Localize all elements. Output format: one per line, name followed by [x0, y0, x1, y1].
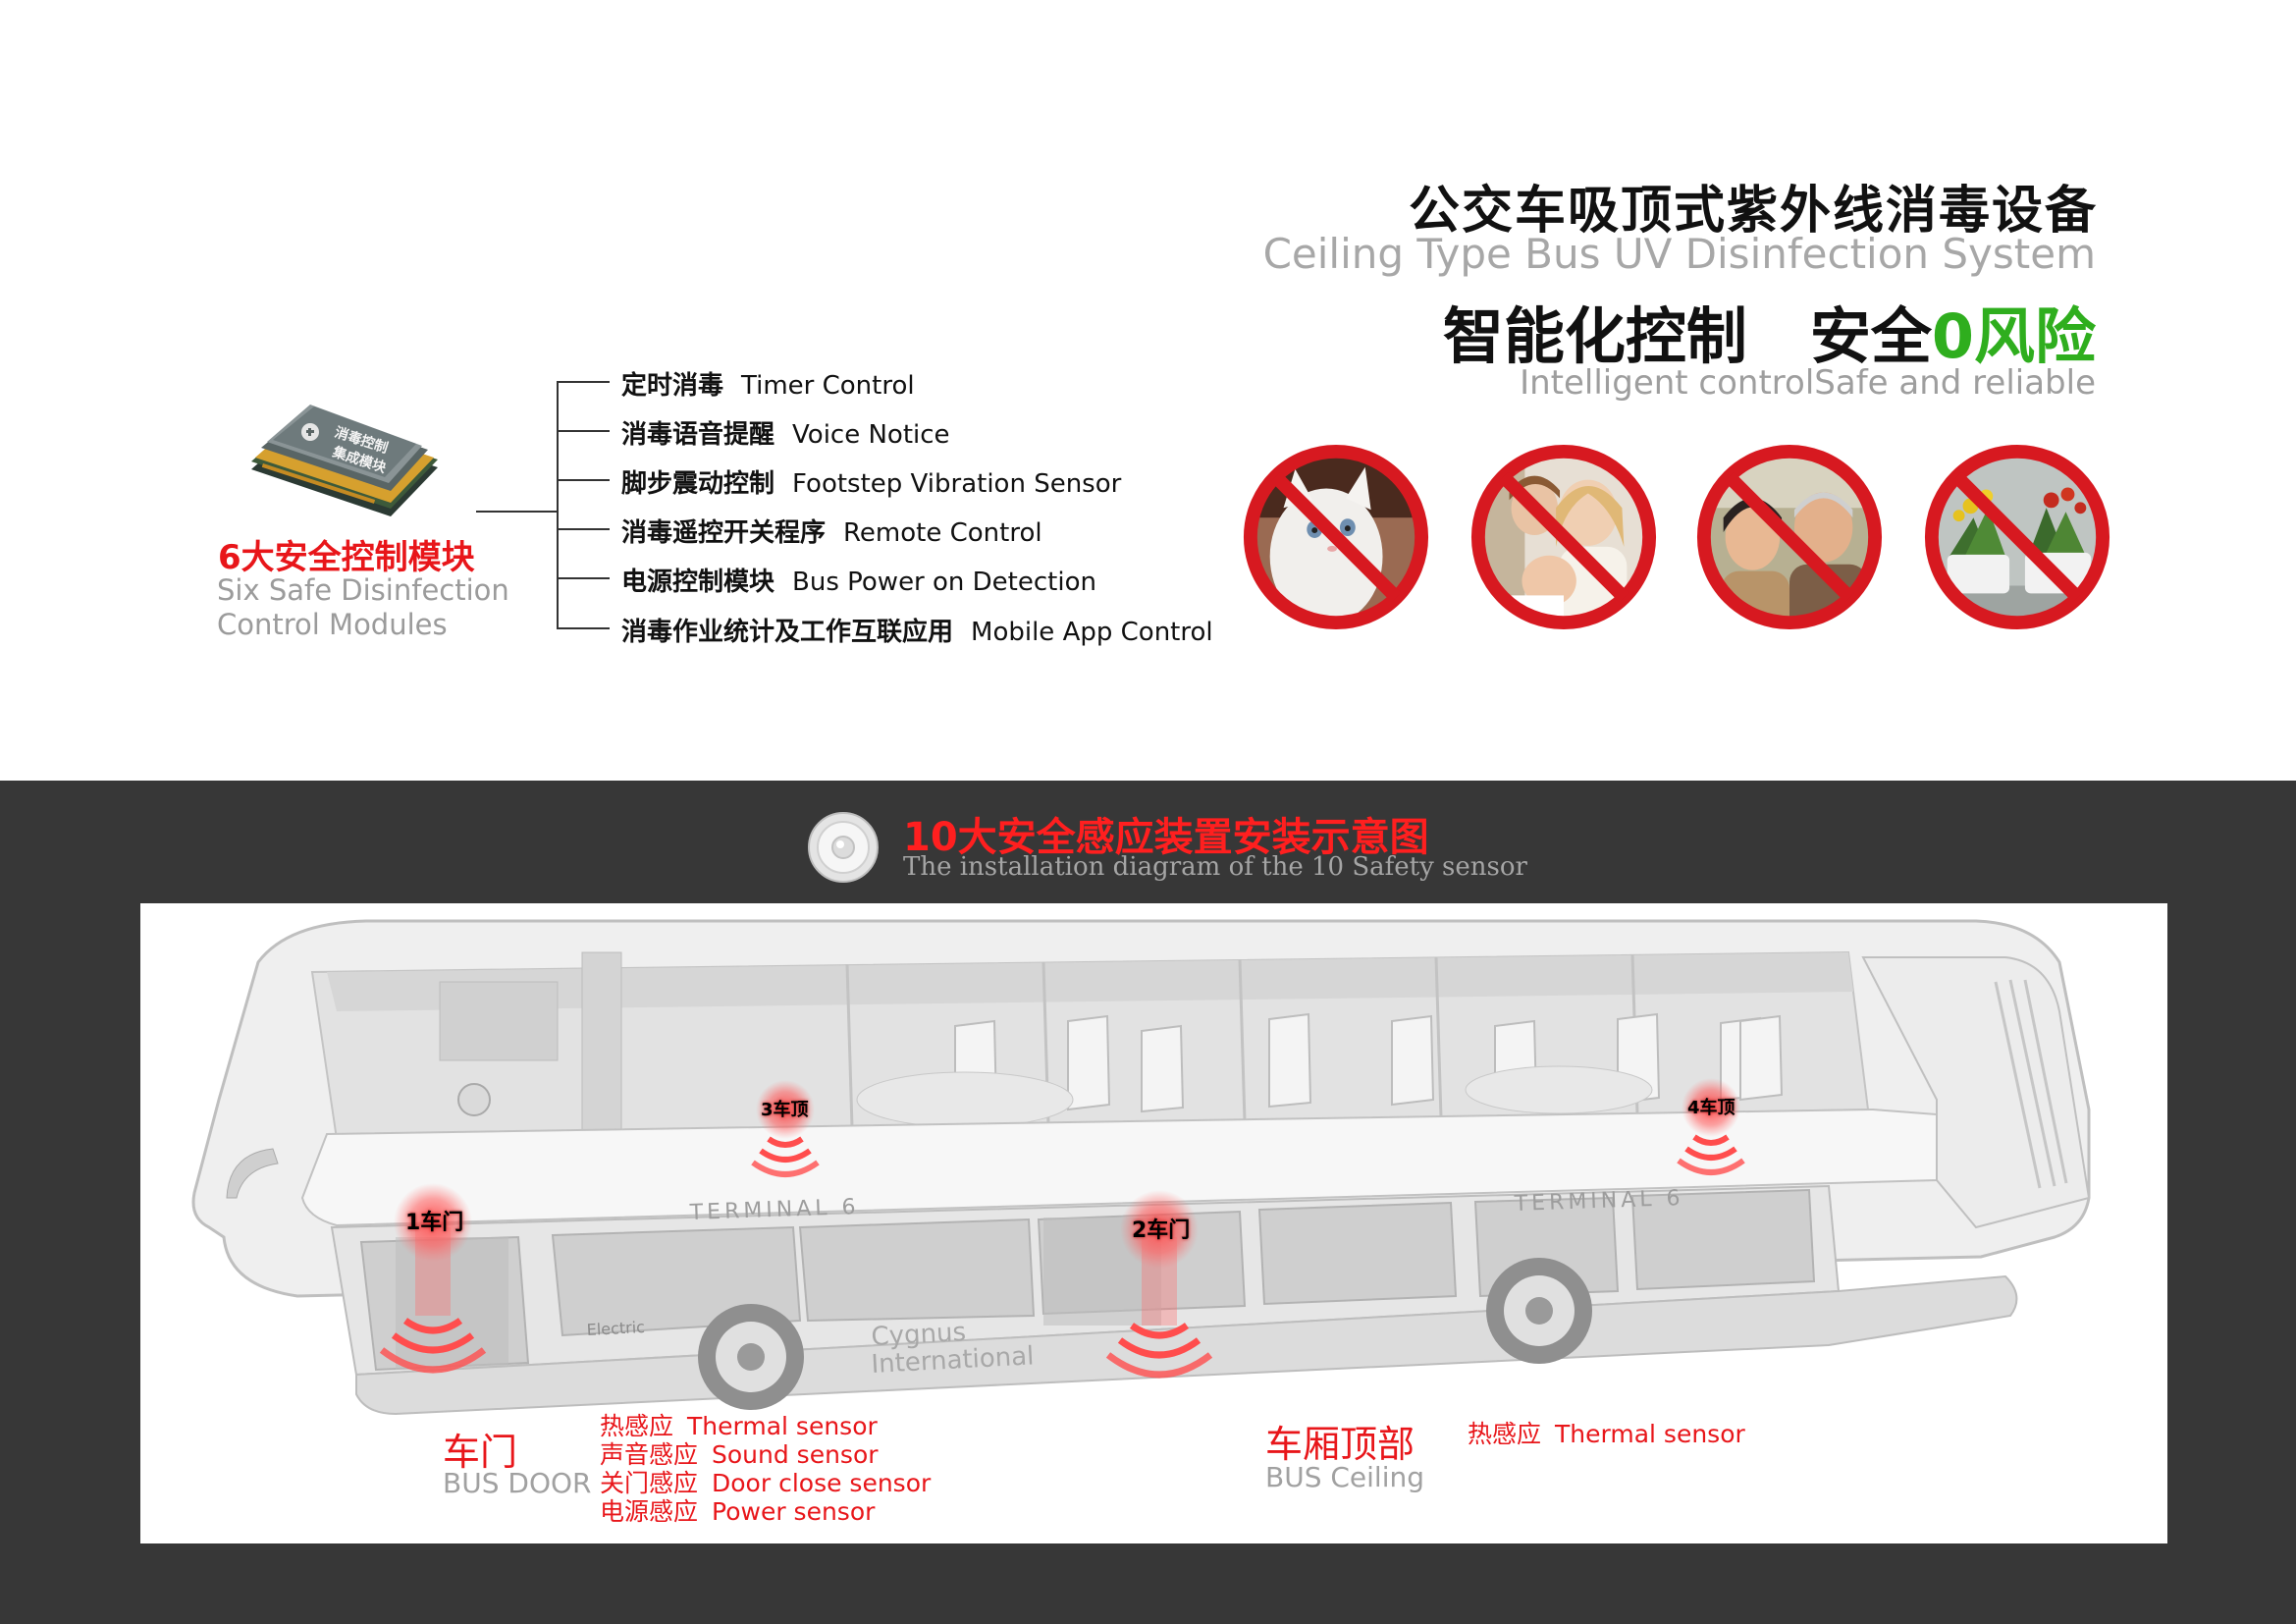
no-elderly-icon	[1696, 444, 1883, 630]
legend-ceiling-sensors: 热感应 Thermal sensor	[1468, 1420, 1745, 1448]
legend-ceiling-title: 车厢顶部	[1265, 1423, 1415, 1466]
module-title: 6大安全控制模块	[218, 538, 475, 577]
tagline: Intelligent controlSafe and reliable	[1520, 363, 2096, 403]
sensor-en: Power sensor	[712, 1497, 876, 1526]
sensor-item: 热感应 Thermal sensor	[1468, 1420, 1745, 1448]
sensor-item: 电源感应 Power sensor	[600, 1497, 931, 1526]
feature-en: Mobile App Control	[971, 618, 1213, 647]
slogan-safe: 安全	[1809, 300, 1932, 372]
feature-cn: 消毒语音提醒	[621, 420, 775, 450]
legend-door-subtitle: BUS DOOR	[443, 1467, 592, 1499]
control-module-board-image: 消毒控制 集成模块	[251, 405, 438, 516]
page-subtitle: Ceiling Type Bus UV Disinfection System	[1262, 230, 2096, 278]
marker-label: 4车顶	[1687, 1097, 1735, 1118]
feature-en: Timer Control	[741, 371, 915, 401]
sensor-item: 关门感应 Door close sensor	[600, 1469, 931, 1497]
feature-branch	[557, 577, 610, 579]
sensor-cn: 关门感应	[600, 1469, 699, 1497]
feature-cn: 电源控制模块	[621, 568, 775, 597]
sensor-en: Thermal sensor	[687, 1412, 878, 1440]
feature-cn: 脚步震动控制	[621, 469, 775, 499]
legend-door-sensors: 热感应 Thermal sensor 声音感应 Sound sensor 关门感应 D…	[600, 1412, 931, 1526]
bus-electric-label: Electric	[586, 1318, 645, 1339]
feature-cn: 定时消毒	[621, 371, 724, 401]
feature-branch	[557, 430, 610, 432]
feature-cn: 消毒遥控开关程序	[621, 518, 827, 548]
sensor-cn: 热感应	[1468, 1420, 1542, 1448]
feature-en: Bus Power on Detection	[792, 568, 1096, 597]
slogan: 智能化控制安全0风险	[1443, 287, 2096, 372]
feature-cn: 消毒作业统计及工作互联应用	[621, 618, 954, 647]
feature-branch	[557, 627, 610, 629]
door-sensor-2: 2车门	[1105, 1190, 1213, 1379]
module-subtitle-line2: Control Modules	[217, 608, 448, 641]
slogan-intelligent: 智能化控制	[1442, 300, 1747, 372]
no-plants-icon	[1924, 444, 2110, 630]
section-subtitle: The installation diagram of the 10 Safet…	[903, 852, 1527, 882]
marker-label: 1车门	[405, 1210, 463, 1235]
page-title: 公交车吸顶式紫外线消毒设备	[1408, 182, 2098, 241]
tree-connector	[476, 511, 557, 513]
sensor-cn: 热感应	[600, 1412, 674, 1440]
sensor-cn: 电源感应	[600, 1497, 699, 1526]
sensor-en: Sound sensor	[712, 1440, 879, 1469]
terminal-sign-1: TERMINAL 6	[688, 1195, 860, 1225]
slogan-zero-risk: 0风险	[1931, 300, 2096, 372]
sensor-en: Thermal sensor	[1555, 1420, 1745, 1448]
ceiling-sensor-3: 3车顶	[751, 1080, 820, 1177]
section-title: 10大安全感应装置安装示意图	[903, 815, 1429, 860]
feature-en: Voice Notice	[792, 420, 950, 450]
feature-item: 脚步震动控制 Footstep Vibration Sensor	[621, 463, 1121, 500]
sensor-item: 声音感应 Sound sensor	[600, 1440, 931, 1469]
terminal-sign-2: TERMINAL 6	[1513, 1186, 1684, 1217]
feature-item: 定时消毒 Timer Control	[621, 365, 915, 402]
marker-label: 2车门	[1132, 1218, 1190, 1243]
feature-en: Footstep Vibration Sensor	[792, 469, 1122, 499]
tree-trunk	[557, 381, 559, 629]
bus-diagram-panel: TERMINAL 6 TERMINAL 6 Cygnus Internation…	[140, 903, 2167, 1543]
no-pets-icon	[1243, 444, 1429, 630]
feature-item: 消毒语音提醒 Voice Notice	[621, 414, 950, 451]
legend-door-title: 车门	[443, 1431, 518, 1474]
sensor-device-icon	[808, 812, 879, 883]
feature-branch	[557, 381, 610, 383]
door-sensor-1: 1车门	[379, 1183, 487, 1374]
sensor-cn: 声音感应	[600, 1440, 699, 1469]
ceiling-sensor-4: 4车顶	[1677, 1078, 1745, 1175]
sensor-item: 热感应 Thermal sensor	[600, 1412, 931, 1440]
feature-branch	[557, 528, 610, 530]
feature-item: 消毒遥控开关程序 Remote Control	[621, 513, 1042, 549]
feature-branch	[557, 479, 610, 481]
legend-ceiling-subtitle: BUS Ceiling	[1265, 1461, 1425, 1493]
feature-item: 电源控制模块 Bus Power on Detection	[621, 562, 1096, 598]
feature-en: Remote Control	[843, 518, 1042, 548]
feature-item: 消毒作业统计及工作互联应用 Mobile App Control	[621, 612, 1213, 648]
module-subtitle: Six Safe Disinfection Control Modules	[217, 573, 509, 642]
bus-brand-line1: Cygnus	[871, 1318, 967, 1352]
module-subtitle-line1: Six Safe Disinfection	[217, 573, 509, 607]
sensor-en: Door close sensor	[712, 1469, 932, 1497]
marker-label: 3车顶	[761, 1099, 809, 1120]
bus-diagram: TERMINAL 6 TERMINAL 6 Cygnus Internation…	[191, 919, 2091, 1416]
no-children-icon	[1470, 444, 1657, 630]
